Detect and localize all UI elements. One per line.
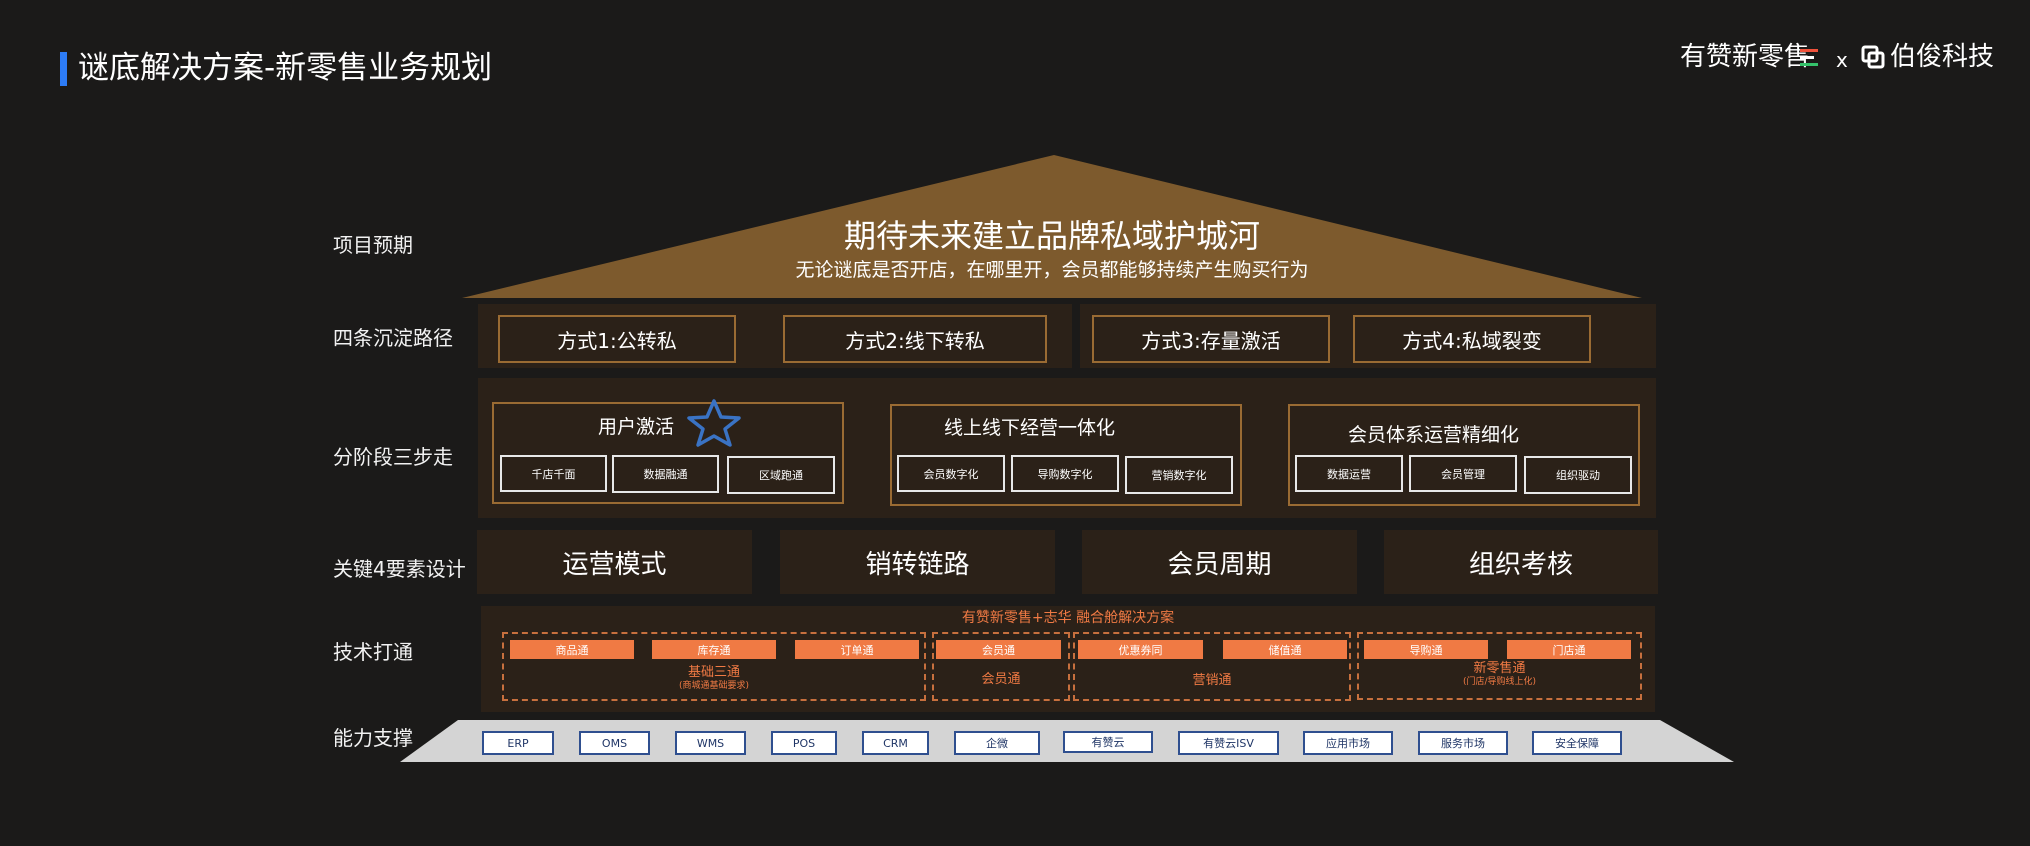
- roof-subtitle: 无论谜底是否开店，在哪里开，会员都能够持续产生购买行为: [795, 259, 1309, 281]
- element-box: 会员周期: [1082, 530, 1357, 594]
- tech-group-sub: (门店/导购线上化): [1462, 677, 1537, 687]
- stage-item: 会员数字化: [897, 455, 1005, 492]
- path-box: 方式2:线下转私: [783, 315, 1047, 363]
- tech-chip: 会员通: [936, 640, 1061, 659]
- stage-item: 区域跑通: [727, 456, 835, 494]
- bojun-logo-icon: [1861, 45, 1885, 69]
- capability-box: 有赞云ISV: [1178, 731, 1279, 755]
- row-label-paths: 四条沉淀路径: [333, 326, 453, 350]
- tech-group-label: 基础三通: [687, 665, 740, 680]
- tech-group-label: 营销通: [1192, 673, 1232, 688]
- capability-box: 服务市场: [1418, 731, 1508, 755]
- youzan-logo-text: 有赞新零售: [1680, 42, 1811, 72]
- youzan-logo-mark: [1800, 49, 1818, 66]
- stage-card: [1288, 404, 1640, 506]
- tech-title: 有赞新零售+志华 融合舱解决方案: [961, 610, 1175, 626]
- capability-box: 有赞云: [1063, 731, 1153, 753]
- row-label-tech: 技术打通: [333, 640, 413, 664]
- tech-group-label: 新零售通: [1473, 661, 1526, 676]
- paths-panel-right: [1080, 304, 1656, 368]
- stage-item: 数据融通: [612, 455, 719, 493]
- tech-chip: 商品通: [510, 640, 634, 659]
- path-box: 方式3:存量激活: [1092, 315, 1330, 363]
- element-box: 销转链路: [780, 530, 1055, 594]
- tech-chip: 门店通: [1507, 640, 1631, 659]
- path-box: 方式1:公转私: [498, 315, 736, 363]
- roof-triangle: [462, 155, 1642, 298]
- tech-group-sub: (商城通基础要求): [678, 681, 750, 691]
- stage-item: 组织驱动: [1524, 456, 1632, 494]
- stage-item: 会员管理: [1409, 455, 1517, 492]
- stage-title: 会员体系运营精细化: [1348, 424, 1520, 446]
- stages-panel: [478, 378, 1656, 518]
- paths-panel-left: [478, 304, 1072, 368]
- stage-item: 千店千面: [500, 455, 607, 492]
- title-accent-bar: [60, 52, 67, 86]
- row-label-stages: 分阶段三步走: [333, 445, 453, 469]
- capability-box: OMS: [579, 731, 650, 755]
- element-box: 运营模式: [477, 530, 752, 594]
- stage-item: 导购数字化: [1011, 455, 1119, 492]
- capability-box: ERP: [482, 731, 554, 755]
- element-box: 组织考核: [1384, 530, 1658, 594]
- tech-chip: 储值通: [1223, 640, 1347, 659]
- tech-group: [932, 632, 1070, 701]
- row-label-expectation: 项目预期: [333, 233, 413, 257]
- star-icon: [687, 399, 741, 447]
- roof-title: 期待未来建立品牌私域护城河: [843, 217, 1260, 255]
- capability-box: CRM: [862, 731, 929, 755]
- stage-item: 数据运营: [1295, 455, 1403, 492]
- row-label-capability: 能力支撑: [333, 726, 413, 750]
- tech-chip: 优惠券同: [1078, 640, 1203, 659]
- tech-group: [1357, 632, 1642, 700]
- capability-box: 安全保障: [1532, 731, 1622, 755]
- stage-title: 用户激活: [598, 416, 675, 438]
- bojun-logo-text: 伯俊科技: [1890, 42, 1995, 72]
- capability-box: 应用市场: [1303, 731, 1393, 755]
- tech-group: [1073, 632, 1351, 701]
- tech-group: [502, 632, 926, 701]
- logo-separator: x: [1836, 48, 1848, 72]
- tech-chip: 库存通: [652, 640, 776, 659]
- stage-card: [890, 404, 1242, 506]
- tech-chip: 导购通: [1364, 640, 1488, 659]
- capability-box: 企微: [954, 731, 1040, 755]
- stage-title: 线上线下经营一体化: [944, 417, 1116, 439]
- tech-group-label: 会员通: [981, 672, 1021, 687]
- capability-box: WMS: [675, 731, 746, 755]
- stage-item: 营销数字化: [1125, 456, 1233, 494]
- tech-chip: 订单通: [795, 640, 919, 659]
- page-title: 谜底解决方案-新零售业务规划: [78, 50, 493, 86]
- stage-card: [492, 402, 844, 504]
- path-box: 方式4:私域裂变: [1353, 315, 1591, 363]
- row-label-elements: 关键4要素设计: [333, 557, 466, 581]
- capability-box: POS: [771, 731, 837, 755]
